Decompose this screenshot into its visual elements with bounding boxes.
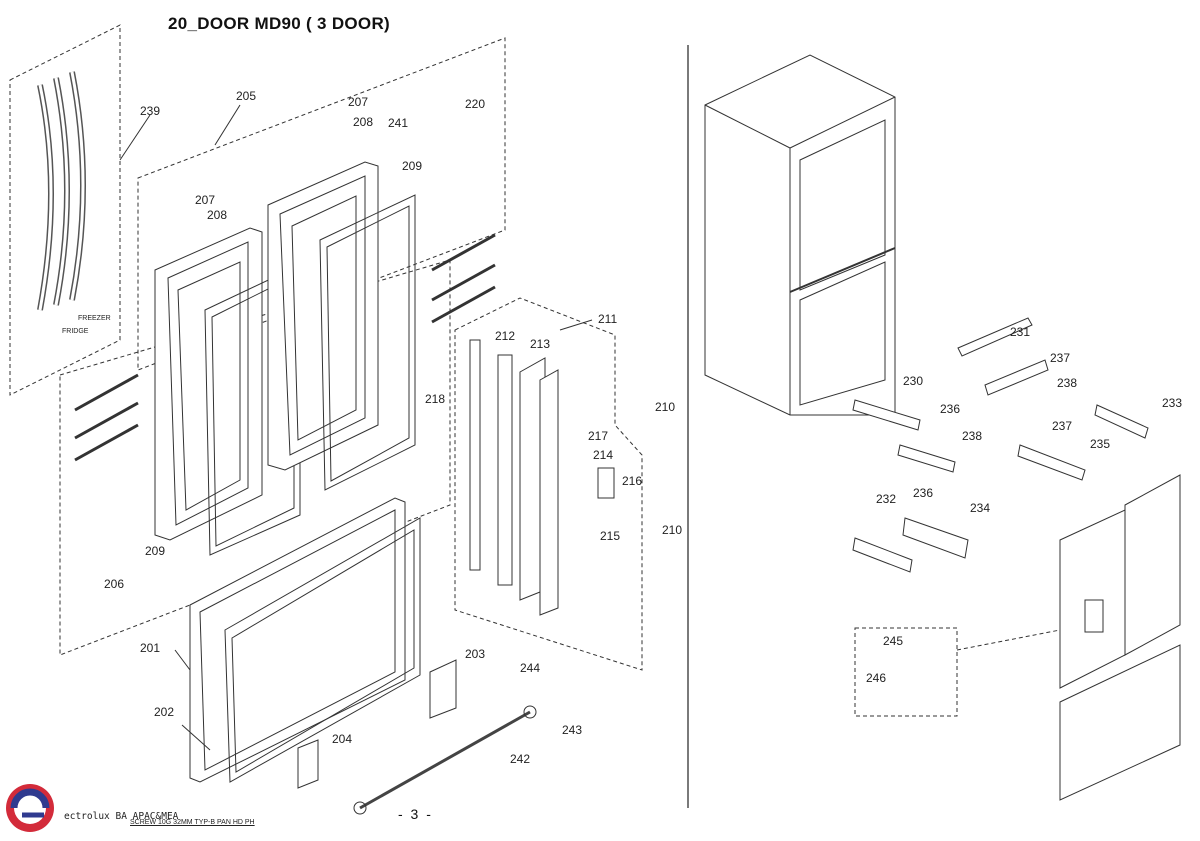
- callout-label: 205: [236, 89, 256, 103]
- callout-label: 232: [876, 492, 896, 506]
- callout-label: 246: [866, 671, 886, 685]
- freezer-label: FREEZER: [78, 315, 111, 322]
- callout-label: 208: [207, 208, 227, 222]
- callout-label: 212: [495, 329, 515, 343]
- callout-label: 216: [622, 474, 642, 488]
- callout-label: 207: [195, 193, 215, 207]
- callout-label: 218: [425, 392, 445, 406]
- callout-label: 239: [140, 104, 160, 118]
- callout-label: 236: [940, 402, 960, 416]
- callout-label: 236: [913, 486, 933, 500]
- callout-label: 245: [883, 634, 903, 648]
- callout-label: 206: [104, 577, 124, 591]
- callout-label: 241: [388, 116, 408, 130]
- callout-label: 204: [332, 732, 352, 746]
- callout-label: 243: [562, 723, 582, 737]
- page-number: - 3 -: [398, 806, 433, 822]
- callout-label: 238: [962, 429, 982, 443]
- brand-logo-icon: [6, 784, 54, 832]
- callout-label: 209: [145, 544, 165, 558]
- footer-brand: ectrolux BA APAC&MEA: [64, 811, 179, 822]
- callout-label: 209: [402, 159, 422, 173]
- callout-label: 207: [348, 95, 368, 109]
- callout-labels: 239 205 207 208 241 220 209 207 208 218 …: [62, 89, 1182, 766]
- callout-label: 235: [1090, 437, 1110, 451]
- callout-label: 230: [903, 374, 923, 388]
- callout-label: 237: [1050, 351, 1070, 365]
- callout-label: 201: [140, 641, 160, 655]
- callout-label: 217: [588, 429, 608, 443]
- callout-label: 244: [520, 661, 540, 675]
- page-title: 20_DOOR MD90 ( 3 DOOR): [168, 14, 390, 33]
- callout-label: 203: [465, 647, 485, 661]
- callout-label: 237: [1052, 419, 1072, 433]
- callout-label: 234: [970, 501, 990, 515]
- callout-label: 208: [353, 115, 373, 129]
- callout-label: 210: [662, 523, 682, 537]
- callout-label: 220: [465, 97, 485, 111]
- callout-label: 233: [1162, 396, 1182, 410]
- callout-label: 210: [655, 400, 675, 414]
- callout-label: 211: [598, 312, 617, 326]
- callout-label: 215: [600, 529, 620, 543]
- footer-note: SCREW 10G 32MM TYP-B PAN HD PH: [130, 819, 255, 826]
- callout-label: 214: [593, 448, 613, 462]
- callout-label: 242: [510, 752, 530, 766]
- callout-label: 213: [530, 337, 550, 351]
- fridge-label: FRIDGE: [62, 328, 89, 335]
- callout-label: 231: [1010, 325, 1030, 339]
- callout-label: 238: [1057, 376, 1077, 390]
- callout-label: 202: [154, 705, 174, 719]
